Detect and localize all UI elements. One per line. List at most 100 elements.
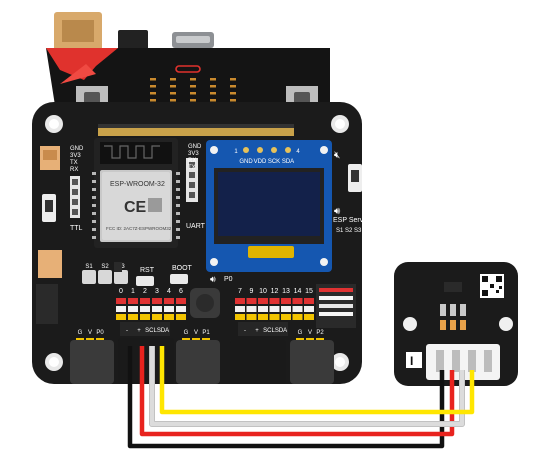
i2c-pin-label: SDA — [157, 328, 169, 334]
i2c-pin-label: - — [126, 328, 128, 334]
servo-header — [316, 284, 356, 328]
led — [210, 78, 216, 81]
oled-pad — [271, 147, 277, 153]
i2c-pin-label: SCL — [263, 328, 275, 334]
pin-header-ground — [235, 314, 245, 320]
boot-label: BOOT — [172, 265, 193, 272]
led — [170, 78, 176, 81]
i2c-pin-label: + — [137, 328, 141, 334]
pin-header-power — [116, 306, 126, 312]
microbit — [46, 12, 330, 112]
pin-header-power — [164, 306, 174, 312]
speaker-icon: 🔊︎ — [334, 206, 341, 217]
pin-header-power — [293, 306, 303, 312]
esp-servo-title: ESP Servo — [333, 217, 367, 224]
jst-connector-battery — [38, 250, 62, 278]
connector-pin-label: P1 — [202, 330, 210, 336]
switch-buttons — [82, 270, 128, 284]
edge-connector-slot — [98, 128, 294, 136]
boot-button[interactable] — [170, 274, 188, 284]
rst-button[interactable] — [136, 276, 154, 286]
i2c-pin-label: SDA — [275, 328, 287, 334]
led — [230, 92, 236, 95]
led — [190, 99, 196, 102]
pin-number-label: 4 — [167, 288, 171, 295]
qr-mark — [148, 198, 162, 212]
right-header-label: TX — [188, 165, 196, 171]
i2c-pin-label: + — [255, 328, 259, 334]
sensor-chip — [444, 282, 462, 292]
pin-header-ground — [258, 314, 268, 320]
connector-pin-label: G — [184, 330, 189, 336]
switch-s3[interactable] — [114, 270, 128, 284]
pin-number-label: 7 — [238, 288, 242, 295]
switch-label: S1 — [85, 264, 93, 270]
led — [190, 85, 196, 88]
pin-header-ground — [293, 314, 303, 320]
pin-number-label: 3 — [155, 288, 159, 295]
pin-header-signal — [235, 298, 245, 304]
pin-header-ground — [128, 314, 138, 320]
oled-pad — [257, 147, 263, 153]
led — [150, 99, 156, 102]
connector-pin-label: V — [308, 330, 312, 336]
esp-model-text: ESP-WROOM-32 — [110, 181, 165, 188]
pin-header-ground — [176, 314, 186, 320]
pin-header-power — [304, 306, 314, 312]
speaker-p0-icon: 🔊︎ — [210, 275, 216, 285]
led — [210, 99, 216, 102]
connector-pin-label: V — [88, 330, 92, 336]
speaker-mute-icon: 🔇︎ — [334, 150, 340, 161]
i2c-pin-label: SCL — [145, 328, 157, 334]
microbit-battery-connector — [118, 30, 148, 50]
led — [150, 78, 156, 81]
oled-pin-label: GND — [239, 159, 253, 165]
left-header-label: TX — [70, 160, 78, 166]
pin-header-power — [152, 306, 162, 312]
pin-header-signal — [270, 298, 280, 304]
led — [230, 99, 236, 102]
p0-label: P0 — [224, 276, 233, 283]
pin-number-label: 14 — [294, 288, 302, 295]
oled-pad — [243, 147, 249, 153]
pin-number-label: 10 — [259, 288, 267, 295]
esp-servo-labels: S1S2S3 — [336, 228, 362, 234]
pin-header-power — [281, 306, 291, 312]
pin-header-power — [247, 306, 257, 312]
esp-servo-label: S1 — [336, 228, 344, 234]
sensor-mounting-hole — [403, 317, 417, 331]
pin-header-ground — [164, 314, 174, 320]
switch-s1[interactable] — [82, 270, 96, 284]
pin-number-label: 9 — [250, 288, 254, 295]
pin-number-label: 0 — [119, 288, 123, 295]
oled-pin-label: SCK — [268, 159, 280, 165]
sensor-tag-label: I — [410, 354, 413, 368]
pin-number-label: 13 — [282, 288, 290, 295]
led — [190, 78, 196, 81]
connector-pin-label: V — [194, 330, 198, 336]
pin-row-right — [235, 298, 314, 320]
left-header-label: 3V3 — [70, 153, 81, 159]
led — [170, 99, 176, 102]
pin-header-power — [270, 306, 280, 312]
pin-header-signal — [304, 298, 314, 304]
switch-s2[interactable] — [98, 270, 112, 284]
pin-header-power — [235, 306, 245, 312]
ttl-header — [70, 176, 80, 218]
fcc-id-text: FCC ID: 2AC7Z-ESPWROOM32 — [106, 226, 172, 231]
right-header-label: 3V3 — [188, 151, 199, 157]
pin-number-label: 12 — [271, 288, 279, 295]
connector-pin-label: P2 — [316, 330, 324, 336]
pin-header-signal — [176, 298, 186, 304]
pin-header-signal — [152, 298, 162, 304]
connector-pin-label: G — [78, 330, 83, 336]
pin-header-signal — [164, 298, 174, 304]
oled-pin-label: SDA — [282, 159, 294, 165]
oled-screen — [218, 172, 320, 236]
pin-header-power — [258, 306, 268, 312]
led — [150, 92, 156, 95]
pin-header-ground — [116, 314, 126, 320]
led — [170, 85, 176, 88]
sensor-module: I — [394, 262, 518, 386]
